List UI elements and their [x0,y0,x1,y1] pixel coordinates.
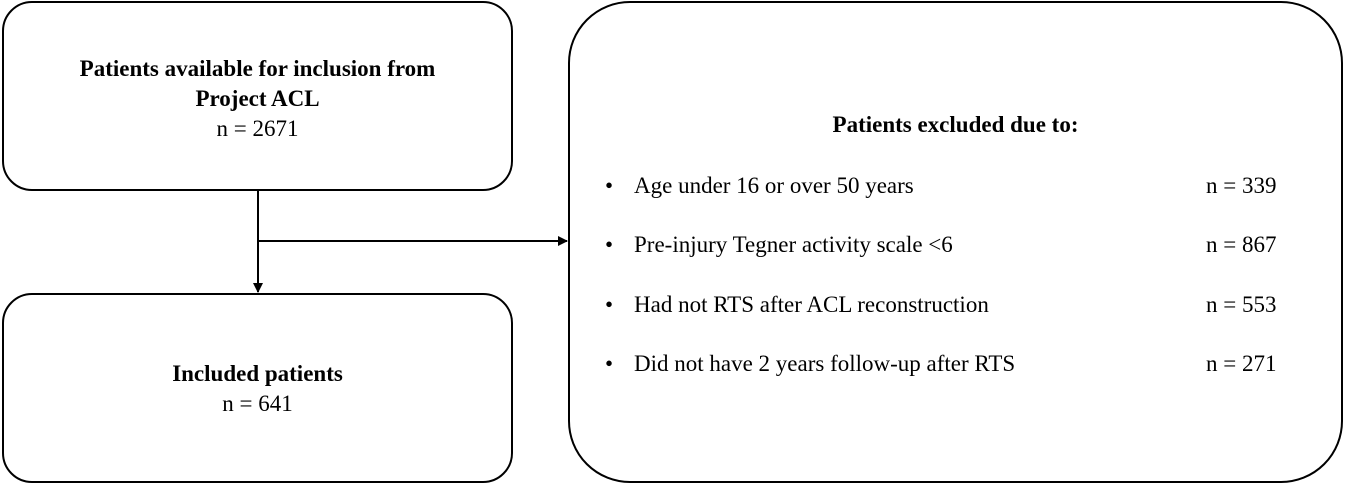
available-patients-text: Patients available for inclusion from Pr… [4,54,511,144]
bullet-icon: • [605,232,614,257]
included-title: Included patients [172,361,343,386]
bullet-icon: • [605,292,614,317]
exclusion-reason-count: n = 339 [1206,173,1277,198]
exclusion-reason-item: • Did not have 2 years follow-up after R… [570,349,1341,379]
exclusion-reason-count: n = 271 [1206,351,1277,376]
bullet-icon: • [605,351,614,376]
exclusion-reason-item: • Pre-injury Tegner activity scale <6 n … [570,230,1341,260]
available-patients-box: Patients available for inclusion from Pr… [2,1,513,191]
exclusion-reason-label: Pre-injury Tegner activity scale <6 [634,232,953,257]
available-title-line1: Patients available for inclusion from [79,56,436,81]
included-patients-text: Included patients n = 641 [4,359,511,419]
exclusion-reason-item: • Age under 16 or over 50 years n = 339 [570,171,1341,201]
available-title-line2: Project ACL [195,86,320,111]
excluded-patients-box: Patients excluded due to: • Age under 16… [568,1,1343,483]
exclusion-reason-label: Age under 16 or over 50 years [634,173,914,198]
exclusion-reason-label: Had not RTS after ACL reconstruction [634,292,989,317]
exclusion-reason-count: n = 553 [1206,292,1277,317]
excluded-heading: Patients excluded due to: [832,112,1079,137]
exclusion-reason-item: • Had not RTS after ACL reconstruction n… [570,290,1341,320]
included-count: n = 641 [222,391,293,416]
exclusion-reason-label: Did not have 2 years follow-up after RTS [634,351,1016,376]
bullet-icon: • [605,173,614,198]
included-patients-box: Included patients n = 641 [2,293,513,483]
available-count: n = 2671 [216,116,299,141]
exclusion-reason-count: n = 867 [1206,232,1277,257]
